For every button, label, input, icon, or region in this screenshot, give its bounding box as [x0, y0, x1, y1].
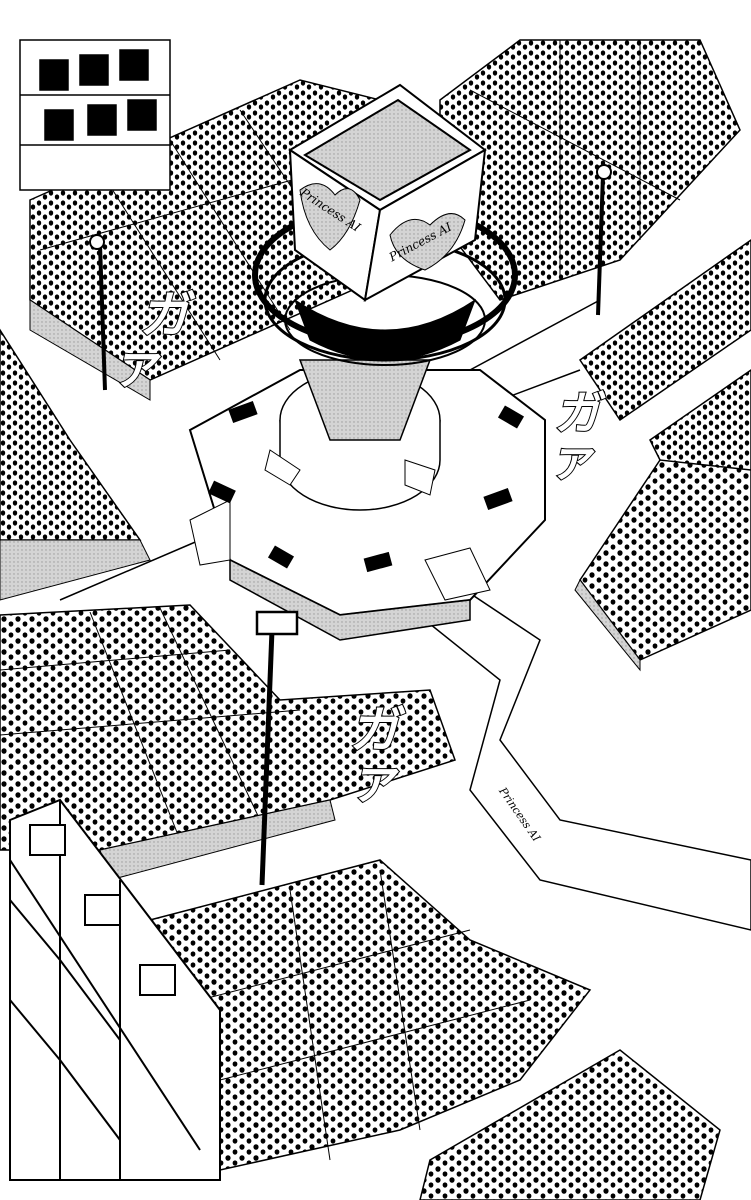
equipment-rack — [19, 39, 171, 191]
seating-block-left — [0, 328, 151, 601]
central-stage — [188, 359, 546, 641]
sound-effect-2-line1: ガ — [551, 385, 606, 441]
scaffold-tower — [9, 798, 221, 1181]
seating-block-right — [574, 239, 751, 672]
sound-effect-1-line2: ァ — [108, 335, 168, 395]
seating-block-bottom — [149, 859, 721, 1200]
sign-cube — [288, 83, 487, 302]
light-poles — [89, 164, 612, 886]
sound-effect-3-line1: ガ — [346, 700, 406, 760]
seating-block-top-right — [439, 39, 741, 301]
